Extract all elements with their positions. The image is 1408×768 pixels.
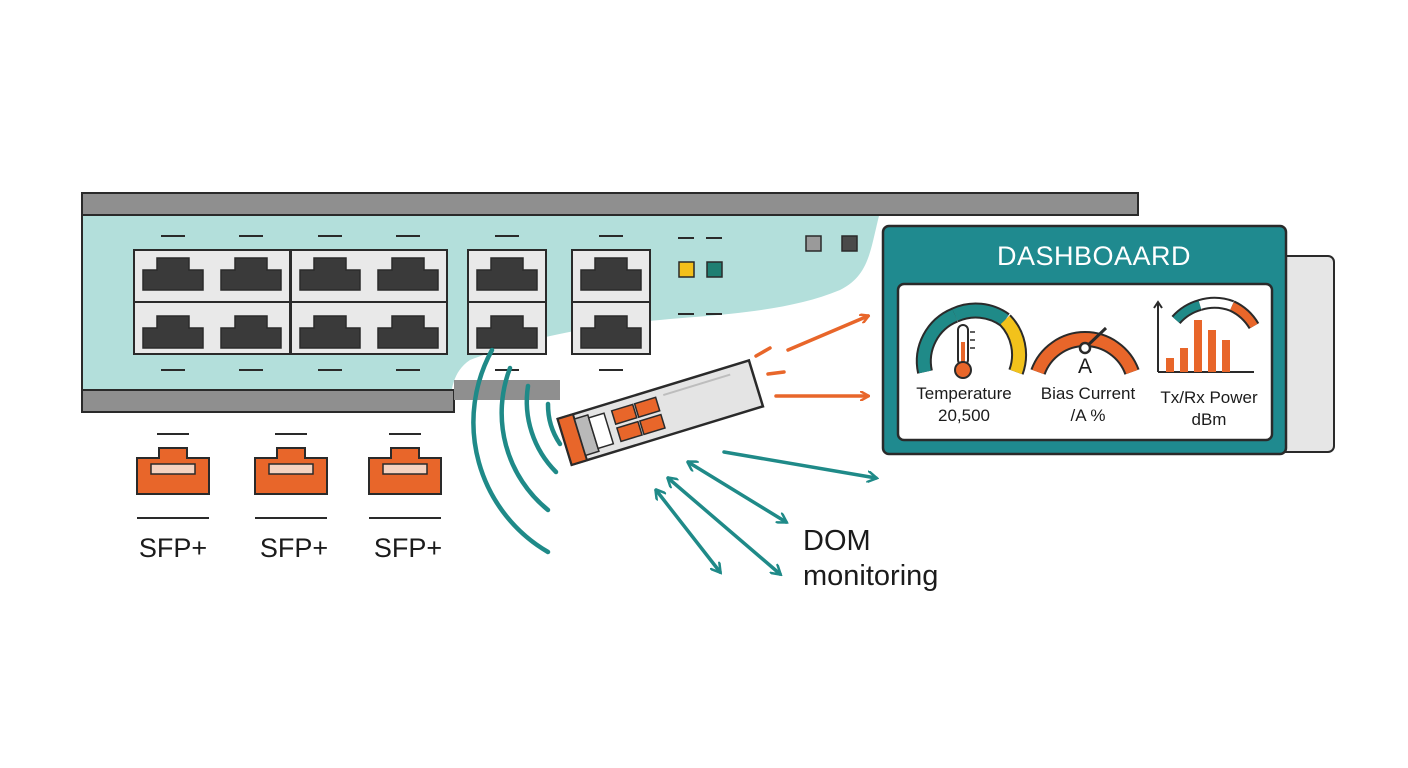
temperature-gauge bbox=[915, 302, 1028, 379]
rj45-port-icon bbox=[220, 315, 282, 349]
rj45-port-icon bbox=[476, 315, 538, 349]
sfp-port-label: SFP+ bbox=[373, 533, 443, 563]
sfp-port-slot bbox=[382, 463, 428, 475]
bias-current-label: Bias Current /A % bbox=[1030, 383, 1146, 427]
telemetry-arrows bbox=[754, 316, 868, 396]
rj45-port-icon bbox=[580, 315, 642, 349]
status-led-icon bbox=[678, 261, 695, 278]
switch-bottom-rail bbox=[81, 389, 455, 413]
rj45-port-icon bbox=[580, 257, 642, 291]
bias-current-label-text: Bias Current bbox=[1040, 384, 1136, 403]
bar-chart-icon bbox=[1153, 300, 1254, 373]
tx-rx-power-label: Tx/Rx Power dBm bbox=[1150, 387, 1268, 431]
rj45-port-icon bbox=[377, 315, 439, 349]
bias-current-symbol: A bbox=[1077, 355, 1092, 378]
temperature-label: Temperature 20,500 bbox=[906, 383, 1022, 427]
dom-label-line1: DOM bbox=[803, 525, 871, 557]
tx-rx-power-label-text: Tx/Rx Power bbox=[1160, 388, 1258, 407]
dom-label-line2: monitoring bbox=[803, 560, 939, 592]
thermometer-icon bbox=[954, 324, 975, 379]
rj45-port-icon bbox=[220, 257, 282, 291]
temperature-label-text: Temperature bbox=[916, 384, 1012, 403]
rj45-port-icon bbox=[142, 257, 204, 291]
rj45-port-icon bbox=[142, 315, 204, 349]
temperature-value: 20,500 bbox=[938, 406, 990, 425]
sfp-port-slot bbox=[150, 463, 196, 475]
dom-monitoring-label: DOM monitoring bbox=[803, 524, 938, 594]
sfp-port-label: SFP+ bbox=[259, 533, 329, 563]
sfp-port-slot bbox=[268, 463, 314, 475]
status-led-icon bbox=[805, 235, 822, 252]
tx-rx-power-gauge bbox=[1153, 296, 1260, 373]
rj45-port-icon bbox=[299, 257, 361, 291]
bias-current-value: /A % bbox=[1070, 406, 1106, 425]
gauge-needle-icon bbox=[1078, 326, 1108, 355]
rj45-port-icon bbox=[476, 257, 538, 291]
signal-waves-icon bbox=[471, 347, 563, 555]
rj45-port-icon bbox=[377, 257, 439, 291]
dashboard-title: DASHBOAARD bbox=[996, 241, 1192, 271]
bias-current-gauge bbox=[1030, 326, 1140, 376]
sfp-port-row bbox=[136, 433, 442, 519]
rj45-port-panel bbox=[133, 235, 651, 371]
dashboard-screen bbox=[896, 282, 1274, 442]
status-led-icon bbox=[841, 235, 858, 252]
rj45-port-icon bbox=[299, 315, 361, 349]
switch-top-rail bbox=[81, 192, 1139, 216]
sfp-transceiver-icon bbox=[556, 358, 765, 467]
status-led-icon bbox=[706, 261, 723, 278]
dom-monitoring-arrows bbox=[656, 450, 876, 574]
sfp-port-label: SFP+ bbox=[138, 533, 208, 563]
status-leds bbox=[678, 235, 858, 315]
tx-rx-power-value: dBm bbox=[1191, 410, 1227, 429]
